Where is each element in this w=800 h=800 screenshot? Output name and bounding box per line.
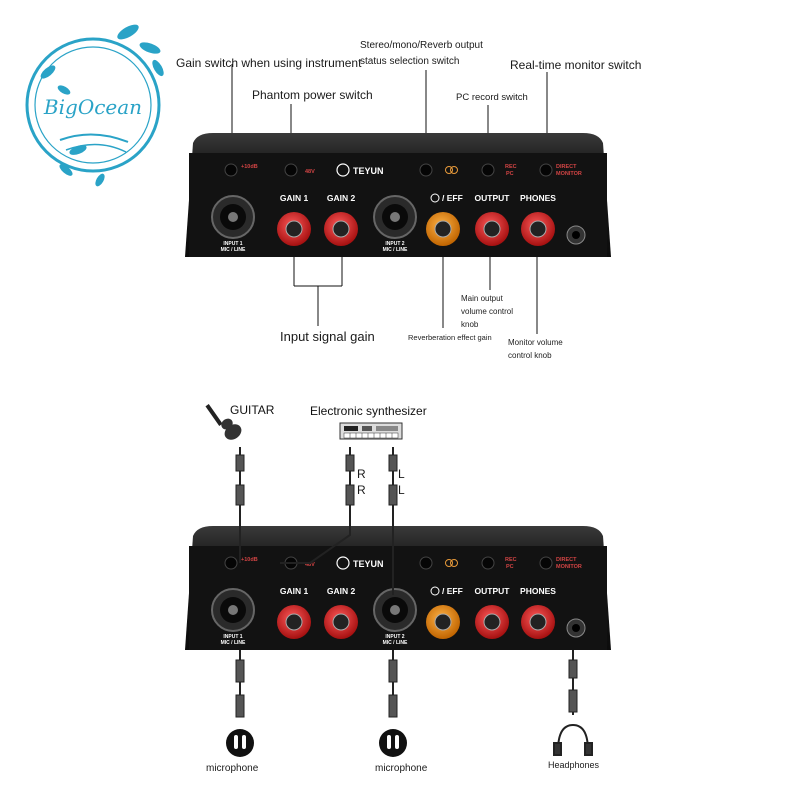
brand-label-b: TEYUN <box>353 559 384 569</box>
guitar-icon <box>205 404 242 440</box>
phones-label: PHONES <box>520 193 556 203</box>
headphones-icon <box>553 723 593 756</box>
l-label-2: L <box>398 483 405 497</box>
brand-icon-b <box>336 556 350 570</box>
input1-label-a: INPUT 1 <box>223 241 242 247</box>
pc-label-b: PC <box>506 564 514 570</box>
input1-label-b: MIC / LINE <box>221 247 246 253</box>
connection-diagram <box>205 404 593 757</box>
direct-monitor-switch[interactable] <box>539 163 553 177</box>
v48-label: 48V <box>305 169 315 175</box>
monitor-label-b: MONITOR <box>556 564 582 570</box>
gain1-label: GAIN 1 <box>280 193 309 203</box>
audio-interface-top: +10dB 48V TEYUN REC PC DIRECT MONITOR IN… <box>185 133 611 257</box>
synth-r-plug <box>345 454 355 472</box>
microphone-icon-1 <box>226 729 254 757</box>
link-icon-b <box>445 559 453 567</box>
eff-icon-b <box>430 586 440 596</box>
rec-label: REC <box>505 164 517 170</box>
direct-monitor-switch-b[interactable] <box>539 556 553 570</box>
gain1-label-b: GAIN 1 <box>280 586 309 596</box>
eff-label-b: / EFF <box>442 586 463 596</box>
output-label-b: OUTPUT <box>475 586 511 596</box>
pc-record-label: PC record switch <box>456 92 528 103</box>
microphone-label-2: microphone <box>375 763 428 774</box>
reverb-gain-label: Reverberation effect gain <box>408 333 492 342</box>
synth-label: Electronic synthesizer <box>310 404 427 418</box>
brand-label: TEYUN <box>353 166 384 176</box>
logo-text: BigOcean <box>43 95 142 119</box>
mic1-xlr-plug <box>235 659 245 683</box>
direct-label-b: DIRECT <box>556 557 577 563</box>
input1-label-a-b: INPUT 1 <box>223 634 242 640</box>
gain2-label: GAIN 2 <box>327 193 356 203</box>
r-label-1: R <box>357 467 366 481</box>
stereo-mode-switch-b[interactable] <box>419 556 433 570</box>
eff-icon <box>430 193 440 203</box>
realtime-monitor-label: Real-time monitor switch <box>510 58 642 72</box>
stereo-mode-label-1: Stereo/mono/Reverb output <box>360 40 483 51</box>
gain2-label-b: GAIN 2 <box>327 586 356 596</box>
phones-label-b: PHONES <box>520 586 556 596</box>
mic2-xlr-plug <box>388 659 398 683</box>
input2-label-a: INPUT 2 <box>385 241 404 247</box>
input2-label-b: MIC / LINE <box>383 247 408 253</box>
input2-label-b-b: MIC / LINE <box>383 640 408 646</box>
instr-label: +10dB <box>241 164 258 170</box>
r-label-2: R <box>357 483 366 497</box>
link-icon <box>445 166 453 174</box>
input-signal-gain-label: Input signal gain <box>280 329 375 344</box>
l-label-1: L <box>398 467 405 481</box>
synthesizer-icon <box>339 422 403 440</box>
gain-switch-label: Gain switch when using instrument <box>176 56 362 70</box>
input1-label-b-b: MIC / LINE <box>221 640 246 646</box>
brand-icon <box>336 163 350 177</box>
instrument-gain-switch[interactable] <box>224 163 238 177</box>
stereo-mode-label-2: status selection switch <box>360 56 460 67</box>
pc-label: PC <box>506 171 514 177</box>
pc-record-switch[interactable] <box>481 163 495 177</box>
headphones-label: Headphones <box>548 760 600 770</box>
pc-record-switch-b[interactable] <box>481 556 495 570</box>
synth-l-plug <box>388 454 398 472</box>
monitor-label: MONITOR <box>556 171 582 177</box>
audio-interface-bottom: +10dB 48V TEYUN REC PC DIRECT MONITOR IN… <box>185 526 611 650</box>
eff-label: / EFF <box>442 193 463 203</box>
guitar-cable-plug <box>235 454 245 472</box>
rec-label-b: REC <box>505 557 517 563</box>
phantom-power-label: Phantom power switch <box>252 88 373 102</box>
microphone-label-1: microphone <box>206 763 259 774</box>
phantom-power-switch[interactable] <box>284 163 298 177</box>
output-label: OUTPUT <box>475 193 511 203</box>
instrument-gain-switch-b[interactable] <box>224 556 238 570</box>
direct-label: DIRECT <box>556 164 577 170</box>
stereo-mode-switch[interactable] <box>419 163 433 177</box>
guitar-label: GUITAR <box>230 403 275 417</box>
headphone-plug <box>568 659 578 679</box>
input2-label-a-b: INPUT 2 <box>385 634 404 640</box>
instr-label-b: +10dB <box>241 557 258 563</box>
microphone-icon-2 <box>379 729 407 757</box>
v48-label-b: 48V <box>305 562 315 568</box>
bigocean-logo: BigOcean <box>25 24 164 187</box>
